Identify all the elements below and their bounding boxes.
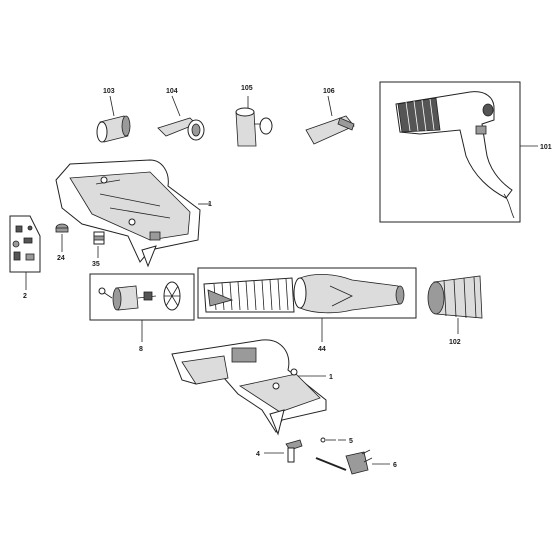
part-labels: 103 104 105 106 101 1 2 24 35 8 44 102 1… — [23, 85, 552, 469]
label-103: 103 — [103, 88, 115, 95]
label-102: 102 — [449, 339, 461, 346]
part-1-housing-lower — [171, 339, 327, 436]
part-44-heating-element — [197, 267, 417, 342]
part-106-flat-nozzle — [305, 95, 355, 145]
part-24-cap — [55, 223, 69, 252]
label-44: 44 — [318, 346, 326, 353]
part-8-motor-assembly — [89, 273, 195, 342]
label-1-upper: 1 — [208, 201, 212, 208]
part-4-cable-clamp — [264, 439, 303, 463]
part-105-glass-protector — [235, 96, 273, 147]
label-4: 4 — [256, 451, 260, 458]
label-105: 105 — [241, 85, 253, 92]
label-2: 2 — [23, 293, 27, 300]
label-104: 104 — [166, 88, 178, 95]
part-103-nozzle — [96, 95, 131, 143]
label-1-lower: 1 — [329, 374, 333, 381]
label-101: 101 — [540, 144, 552, 151]
part-5-screw — [320, 437, 346, 443]
part-104-reflector-nozzle — [157, 95, 205, 141]
part-1-housing-upper — [55, 159, 210, 268]
part-101-complete-tool — [379, 81, 538, 223]
label-106: 106 — [323, 88, 335, 95]
part-6-power-cord — [315, 449, 390, 475]
label-8: 8 — [139, 346, 143, 353]
part-2-circuit-board — [9, 215, 41, 290]
part-102-grille-nozzle — [427, 275, 483, 334]
label-24: 24 — [57, 255, 65, 262]
part-35-switch — [93, 231, 105, 258]
label-5: 5 — [349, 438, 353, 445]
label-6: 6 — [393, 462, 397, 469]
label-35: 35 — [92, 261, 100, 268]
